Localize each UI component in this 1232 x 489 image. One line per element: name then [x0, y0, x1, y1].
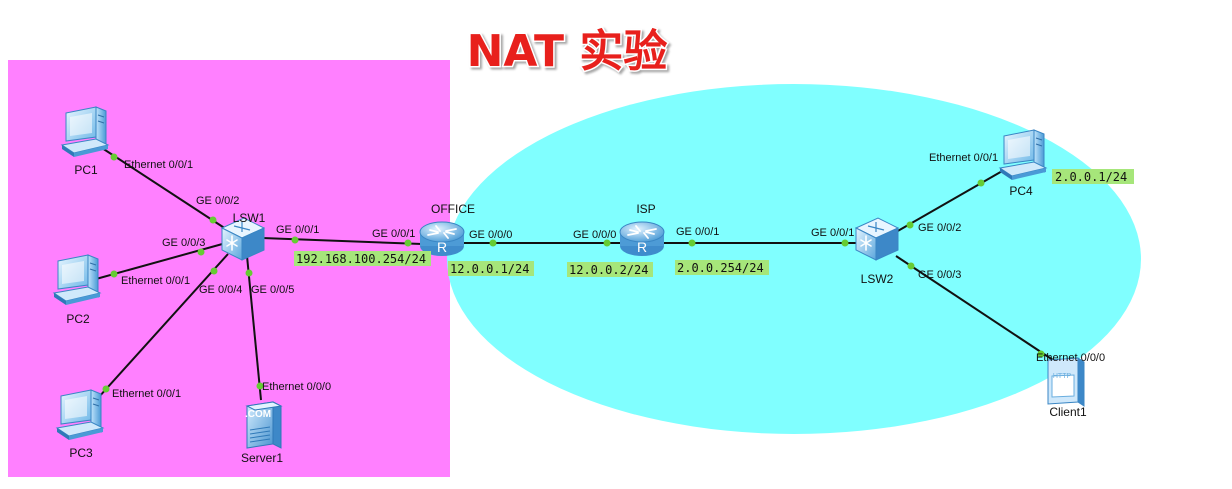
ip-label-bg — [675, 260, 769, 275]
ip-label-isp-ge000: 12.0.0.2/24 — [569, 263, 648, 277]
ip-label-pc4: 2.0.0.1/24 — [1055, 170, 1127, 184]
pc-icon — [53, 254, 101, 306]
port-label-lsw1-ge001: GE 0/0/1 — [276, 224, 319, 236]
port-dot-lsw2-ge002 — [906, 221, 914, 229]
device-pc3[interactable]: PC3 — [56, 389, 104, 460]
isp-zone — [447, 84, 1141, 434]
device-label: OFFICE — [431, 202, 475, 216]
port-dot-client1 — [1037, 350, 1045, 358]
port-label-lsw1-ge003: GE 0/0/3 — [162, 237, 205, 249]
link-pc1-lsw1 — [101, 147, 227, 230]
port-dot-isp-ge001 — [688, 239, 696, 247]
port-dot-pc4 — [977, 179, 985, 187]
port-dot-pc1 — [110, 153, 118, 161]
port-dot-lsw1-ge003 — [197, 248, 205, 256]
port-label-lsw1-ge004: GE 0/0/4 — [199, 284, 242, 296]
pc-icon — [999, 129, 1047, 181]
port-label-office-ge000: GE 0/0/0 — [469, 229, 512, 241]
server-badge: .COM — [245, 409, 271, 420]
ip-label-office-outside: 12.0.0.1/24 — [450, 262, 529, 276]
device-client1[interactable]: HTTP Client1 — [1047, 357, 1087, 419]
port-label-isp-ge001: GE 0/0/1 — [676, 226, 719, 238]
port-label-pc2: Ethernet 0/0/1 — [121, 275, 190, 287]
ip-label-bg — [294, 251, 431, 266]
port-dot-office-ge000 — [489, 239, 497, 247]
port-label-pc3: Ethernet 0/0/1 — [112, 388, 181, 400]
device-label: Client1 — [1049, 405, 1087, 419]
link-server1-lsw1 — [246, 255, 262, 401]
device-label: PC1 — [74, 163, 98, 177]
link-lsw2-client1 — [895, 255, 1057, 363]
port-labels: Ethernet 0/0/1 GE 0/0/2 GE 0/0/3 Etherne… — [112, 152, 1105, 400]
port-label-office-ge001: GE 0/0/1 — [372, 228, 415, 240]
port-label-lsw1-ge002: GE 0/0/2 — [196, 195, 239, 207]
ip-label-bg — [567, 262, 653, 277]
port-dot-lsw1-ge004 — [210, 267, 218, 275]
port-dot-lsw2-ge003 — [907, 262, 915, 270]
link-pc2-lsw1 — [95, 242, 227, 280]
router-icon — [419, 221, 465, 257]
port-dot-pc3 — [102, 385, 110, 393]
port-dot-office-ge001 — [404, 239, 412, 247]
device-pc1[interactable]: PC1 — [61, 106, 109, 177]
port-label-lsw1-ge005: GE 0/0/5 — [251, 284, 294, 296]
device-label: ISP — [636, 202, 655, 216]
link-lsw1-office — [261, 237, 423, 245]
device-label: Server1 — [241, 451, 283, 465]
port-label-pc4: Ethernet 0/0/1 — [929, 152, 998, 164]
device-pc2[interactable]: PC2 — [53, 254, 101, 326]
port-dot-pc2 — [110, 270, 118, 278]
device-lsw1[interactable]: LSW1 — [221, 211, 266, 261]
port-dots — [102, 153, 1045, 393]
ip-label-bg — [448, 261, 534, 276]
port-dot-server1 — [256, 382, 264, 390]
link-pc3-lsw1 — [97, 253, 229, 399]
port-dot-lsw2-ge001 — [841, 239, 849, 247]
device-label: LSW2 — [861, 272, 894, 286]
device-label: PC2 — [66, 312, 90, 326]
device-lsw2[interactable]: LSW2 — [855, 217, 899, 286]
device-office[interactable]: OFFICE — [419, 202, 475, 257]
port-label-server1: Ethernet 0/0/0 — [262, 381, 331, 393]
link-lsw2-pc4 — [895, 169, 1005, 233]
port-dot-lsw1-ge002 — [209, 216, 217, 224]
diagram-title: NAT 实验 — [467, 26, 668, 77]
port-dot-lsw1-ge001 — [291, 236, 299, 244]
device-label: PC3 — [69, 446, 93, 460]
port-dot-isp-ge000 — [603, 239, 611, 247]
ip-label-isp-ge001: 2.0.0.254/24 — [677, 261, 764, 275]
port-label-client1: Ethernet 0/0/0 — [1036, 352, 1105, 364]
ip-labels: 192.168.100.254/24 12.0.0.1/24 12.0.0.2/… — [294, 169, 1134, 277]
pc-icon — [61, 106, 109, 158]
pc-icon — [56, 389, 104, 441]
device-isp[interactable]: ISP — [619, 202, 665, 257]
device-server1[interactable]: .COM Server1 — [241, 401, 283, 465]
device-label: PC4 — [1009, 184, 1033, 198]
device-pc4[interactable]: PC4 — [999, 129, 1047, 198]
ip-label-office-inside: 192.168.100.254/24 — [296, 252, 426, 266]
port-label-lsw2-ge001: GE 0/0/1 — [811, 227, 854, 239]
port-dot-lsw1-ge005 — [245, 269, 253, 277]
port-label-lsw2-ge003: GE 0/0/3 — [918, 269, 961, 281]
port-label-pc1: Ethernet 0/0/1 — [124, 159, 193, 171]
port-label-lsw2-ge002: GE 0/0/2 — [918, 222, 961, 234]
client-badge: HTTP — [1053, 373, 1072, 380]
ip-label-bg — [1052, 169, 1134, 184]
port-label-isp-ge000: GE 0/0/0 — [573, 229, 616, 241]
device-label: LSW1 — [233, 211, 266, 225]
router-icon — [619, 221, 665, 257]
http-client-icon — [1047, 357, 1085, 407]
